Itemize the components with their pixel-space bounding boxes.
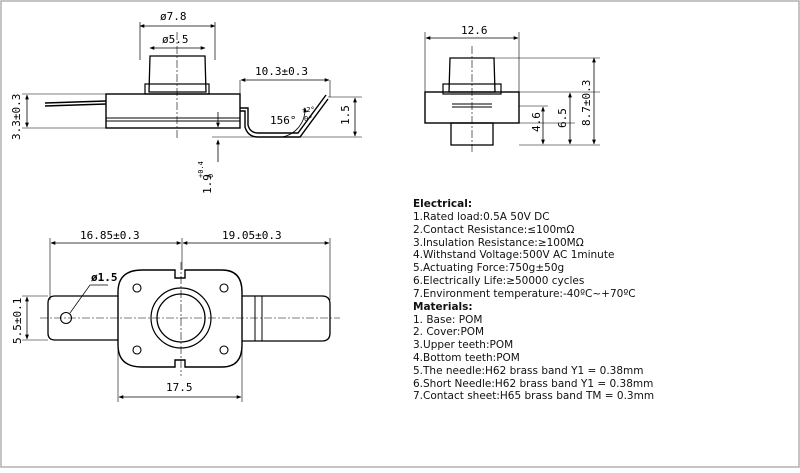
dim-angle-tol-minus: 0°	[304, 115, 312, 123]
dim-terminal-length: 10.3±0.3	[255, 65, 308, 78]
dim-outer-diameter: ø7.8	[160, 10, 187, 23]
spec-panel: Electrical: 1.Rated load:0.5A 50V DC 2.C…	[413, 198, 793, 403]
dim-terminal-height: 1.5	[339, 105, 352, 125]
material-item: 1. Base: POM	[413, 313, 483, 326]
electrical-item: 6.Electrically Life:≥50000 cycles	[413, 274, 585, 287]
dim-a: 4.6	[530, 112, 543, 132]
top-view-labels: 16.85±0.3 19.05±0.3 ø1.5 5.5±0.1 17.5	[11, 229, 282, 394]
side-view-labels: ø7.8 ø5.5 10.3±0.3 3.3±0.3 1.5 156° +2° …	[10, 10, 352, 194]
dim-angle: 156°	[270, 114, 297, 127]
dim-hole-diameter: ø1.5	[91, 271, 118, 284]
end-view-labels: 12.6 4.6 6.5 8.7±0.3	[461, 24, 593, 132]
material-item: 3.Upper teeth:POM	[413, 339, 514, 352]
dim-b: 6.5	[556, 108, 569, 128]
dim-angle-tol-plus: +2°	[302, 106, 315, 114]
electrical-item: 3.Insulation Resistance:≥100MΩ	[413, 236, 584, 249]
electrical-item: 5.Actuating Force:750g±50g	[413, 262, 565, 275]
material-item: 6.Short Needle:H62 brass band Y1 = 0.38m…	[413, 377, 654, 390]
material-item: 5.The needle:H62 brass band Y1 = 0.38mm	[413, 364, 644, 377]
side-view	[22, 22, 362, 162]
electrical-item: 4.Withstand Voltage:500V AC 1minute	[413, 249, 615, 262]
material-item: 4.Bottom teeth:POM	[413, 351, 520, 364]
dim-left-length: 16.85±0.3	[80, 229, 140, 242]
electrical-item: 7.Environment temperature:-40ºC~+70ºC	[413, 287, 636, 300]
material-item: 2. Cover:POM	[413, 326, 485, 339]
dim-thickness: 1.9	[201, 174, 214, 194]
dim-c: 8.7±0.3	[580, 80, 593, 126]
dim-tab-height: 5.5±0.1	[11, 298, 24, 344]
dim-body-width: 17.5	[166, 381, 193, 394]
end-view	[424, 32, 600, 152]
top-view	[22, 238, 340, 402]
electrical-title: Electrical:	[413, 198, 473, 210]
electrical-item: 2.Contact Resistance:≤100mΩ	[413, 223, 575, 236]
dim-width: 12.6	[461, 24, 488, 37]
dim-thickness-tol-minus: 0	[207, 174, 215, 178]
materials-title: Materials:	[413, 300, 473, 313]
dim-right-length: 19.05±0.3	[222, 229, 282, 242]
material-item: 7.Contact sheet:H65 brass band TM = 0.3m…	[413, 390, 655, 403]
dim-inner-diameter: ø5.5	[162, 33, 189, 46]
dim-thickness-tol-plus: +0.4	[197, 161, 205, 178]
electrical-item: 1.Rated load:0.5A 50V DC	[413, 211, 550, 223]
dim-base-height: 3.3±0.3	[10, 94, 23, 140]
